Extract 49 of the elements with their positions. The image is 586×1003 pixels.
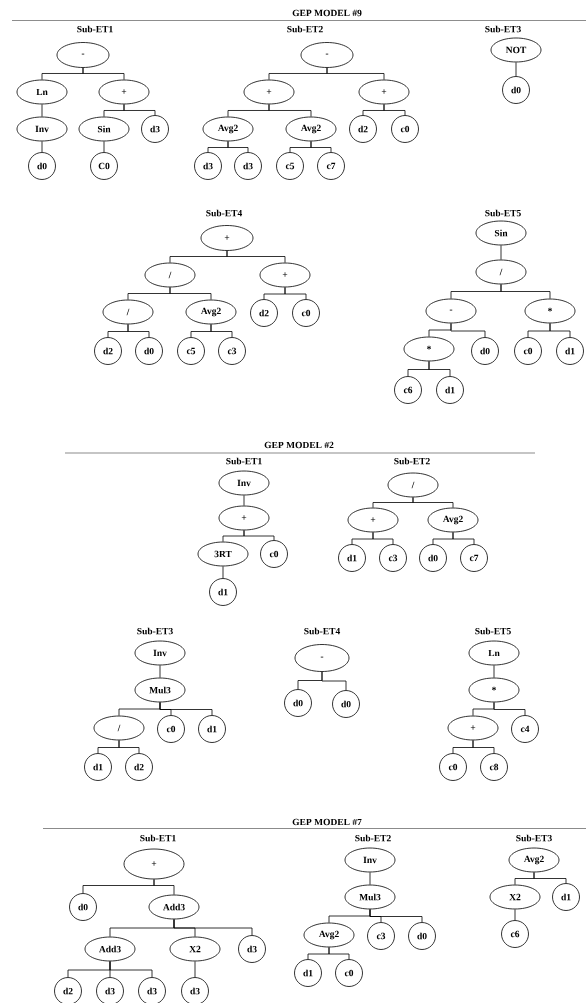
model-title: GEP MODEL #9 bbox=[292, 9, 362, 17]
tree-branch bbox=[123, 104, 156, 116]
model-title: GEP MODEL #2 bbox=[264, 441, 334, 449]
tree-branch bbox=[369, 872, 371, 885]
model-title: GEP MODEL #7 bbox=[292, 818, 362, 826]
tree-branch bbox=[82, 67, 125, 80]
tree-branch bbox=[310, 141, 332, 153]
tree-branch bbox=[533, 872, 567, 884]
subtree-heading: Sub-ET4 bbox=[304, 627, 341, 635]
tree-branch bbox=[284, 287, 307, 300]
tree-branch bbox=[194, 961, 196, 978]
tree-branch bbox=[243, 495, 245, 506]
tree-branch bbox=[210, 324, 233, 338]
tree-branch bbox=[159, 702, 213, 716]
tree-branch bbox=[493, 702, 526, 716]
tree-branch bbox=[452, 532, 475, 545]
tree-branch bbox=[428, 361, 451, 377]
tree-branch bbox=[500, 245, 502, 260]
tree-branch bbox=[103, 141, 105, 153]
tree-branch bbox=[41, 141, 43, 153]
tree-branch bbox=[222, 566, 224, 579]
tree-branch bbox=[372, 532, 394, 545]
tree-branch bbox=[321, 671, 347, 691]
tree-branch bbox=[169, 287, 212, 300]
tree-branch bbox=[369, 909, 423, 923]
tree-branch bbox=[268, 104, 312, 117]
tree-branch bbox=[227, 141, 249, 153]
tree-branch bbox=[515, 62, 517, 77]
tree-branch bbox=[243, 530, 275, 541]
tree-branch bbox=[472, 740, 495, 754]
tree-branch bbox=[153, 879, 175, 895]
tree-branch bbox=[118, 740, 140, 754]
tree-branch bbox=[549, 323, 571, 338]
tree-branch bbox=[159, 665, 161, 678]
tree-branch bbox=[109, 961, 153, 978]
tree-branch bbox=[493, 665, 495, 678]
tree-branch bbox=[226, 250, 286, 263]
tree-branch bbox=[173, 919, 253, 936]
tree-branch bbox=[328, 947, 350, 960]
tree-branch bbox=[500, 284, 551, 299]
subtree-heading: Sub-ET1 bbox=[77, 25, 113, 33]
tree-branch bbox=[514, 909, 516, 921]
tree-branch bbox=[326, 67, 385, 80]
tree-branch bbox=[41, 104, 43, 117]
tree-branch bbox=[412, 497, 454, 508]
subtree-heading: Sub-ET2 bbox=[287, 25, 323, 33]
tree-branch bbox=[127, 324, 150, 338]
tree-branch bbox=[383, 104, 406, 116]
tree-branch bbox=[450, 323, 486, 338]
